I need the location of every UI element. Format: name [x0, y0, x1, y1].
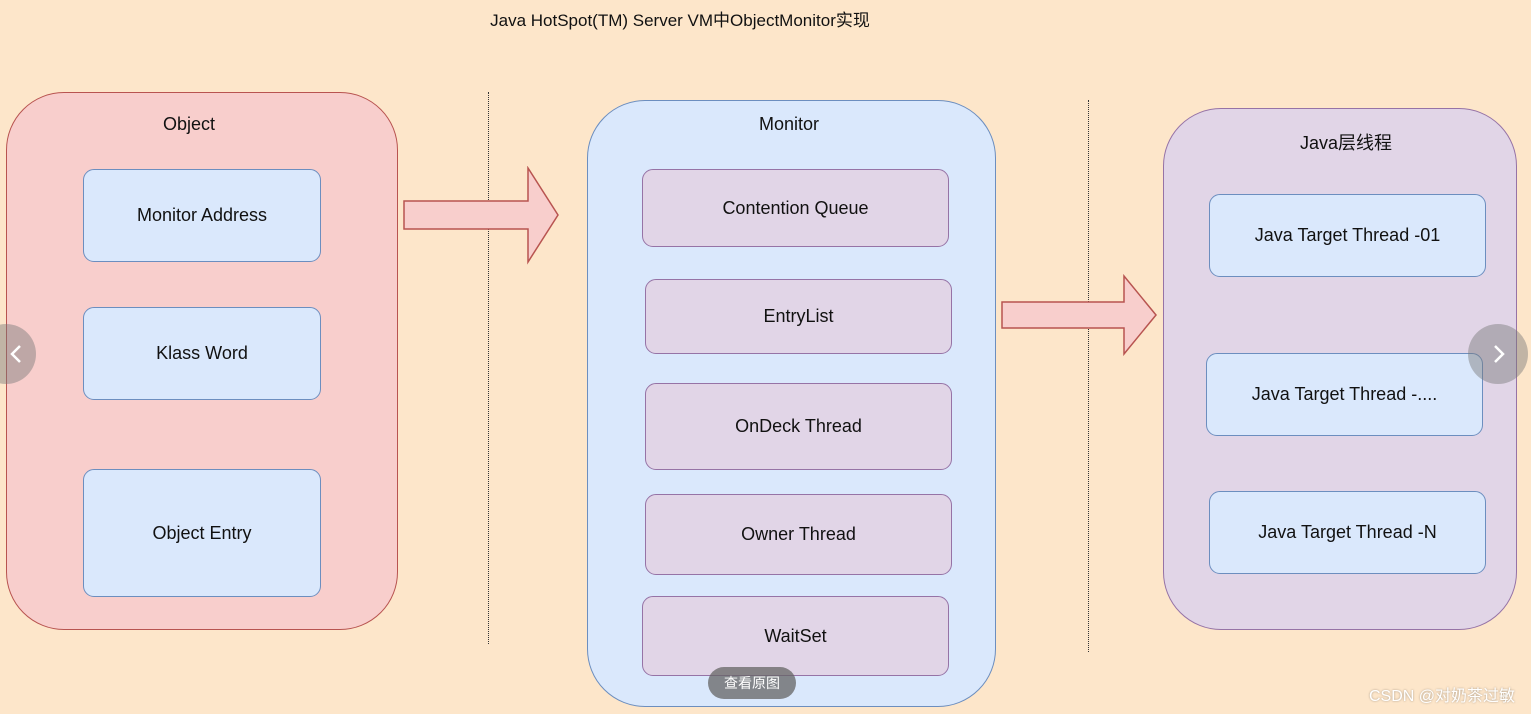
- object-panel-label: Object: [162, 114, 216, 134]
- java-target-thread-n-box: Java Target Thread -N: [1209, 491, 1486, 574]
- divider-right: [1088, 100, 1089, 652]
- java-target-thread-dots-box: Java Target Thread -....: [1206, 353, 1483, 436]
- next-image-button[interactable]: [1468, 324, 1528, 384]
- watermark: CSDN @对奶茶过敏: [1368, 688, 1515, 705]
- view-original-button[interactable]: 查看原图: [708, 667, 796, 699]
- contention-queue-box: Contention Queue: [642, 169, 949, 247]
- owner-thread-box: Owner Thread: [645, 494, 952, 575]
- klass-word-box: Klass Word: [83, 307, 321, 400]
- java-target-thread-01-box: Java Target Thread -01: [1209, 194, 1486, 277]
- chevron-left-icon: [10, 345, 21, 363]
- waitset-box: WaitSet: [642, 596, 949, 676]
- ondeck-thread-box: OnDeck Thread: [645, 383, 952, 470]
- divider-left: [488, 92, 489, 644]
- diagram-title: Java HotSpot(TM) Server VM中ObjectMonitor…: [490, 11, 870, 30]
- arrow-object-to-monitor: [403, 166, 559, 265]
- chevron-right-icon: [1494, 345, 1505, 363]
- entrylist-box: EntryList: [645, 279, 952, 354]
- monitor-address-box: Monitor Address: [83, 169, 321, 262]
- object-entry-box: Object Entry: [83, 469, 321, 597]
- arrow-monitor-to-java: [1001, 274, 1157, 357]
- java-thread-panel-label: Java层线程: [1299, 133, 1393, 153]
- monitor-panel-label: Monitor: [758, 114, 820, 134]
